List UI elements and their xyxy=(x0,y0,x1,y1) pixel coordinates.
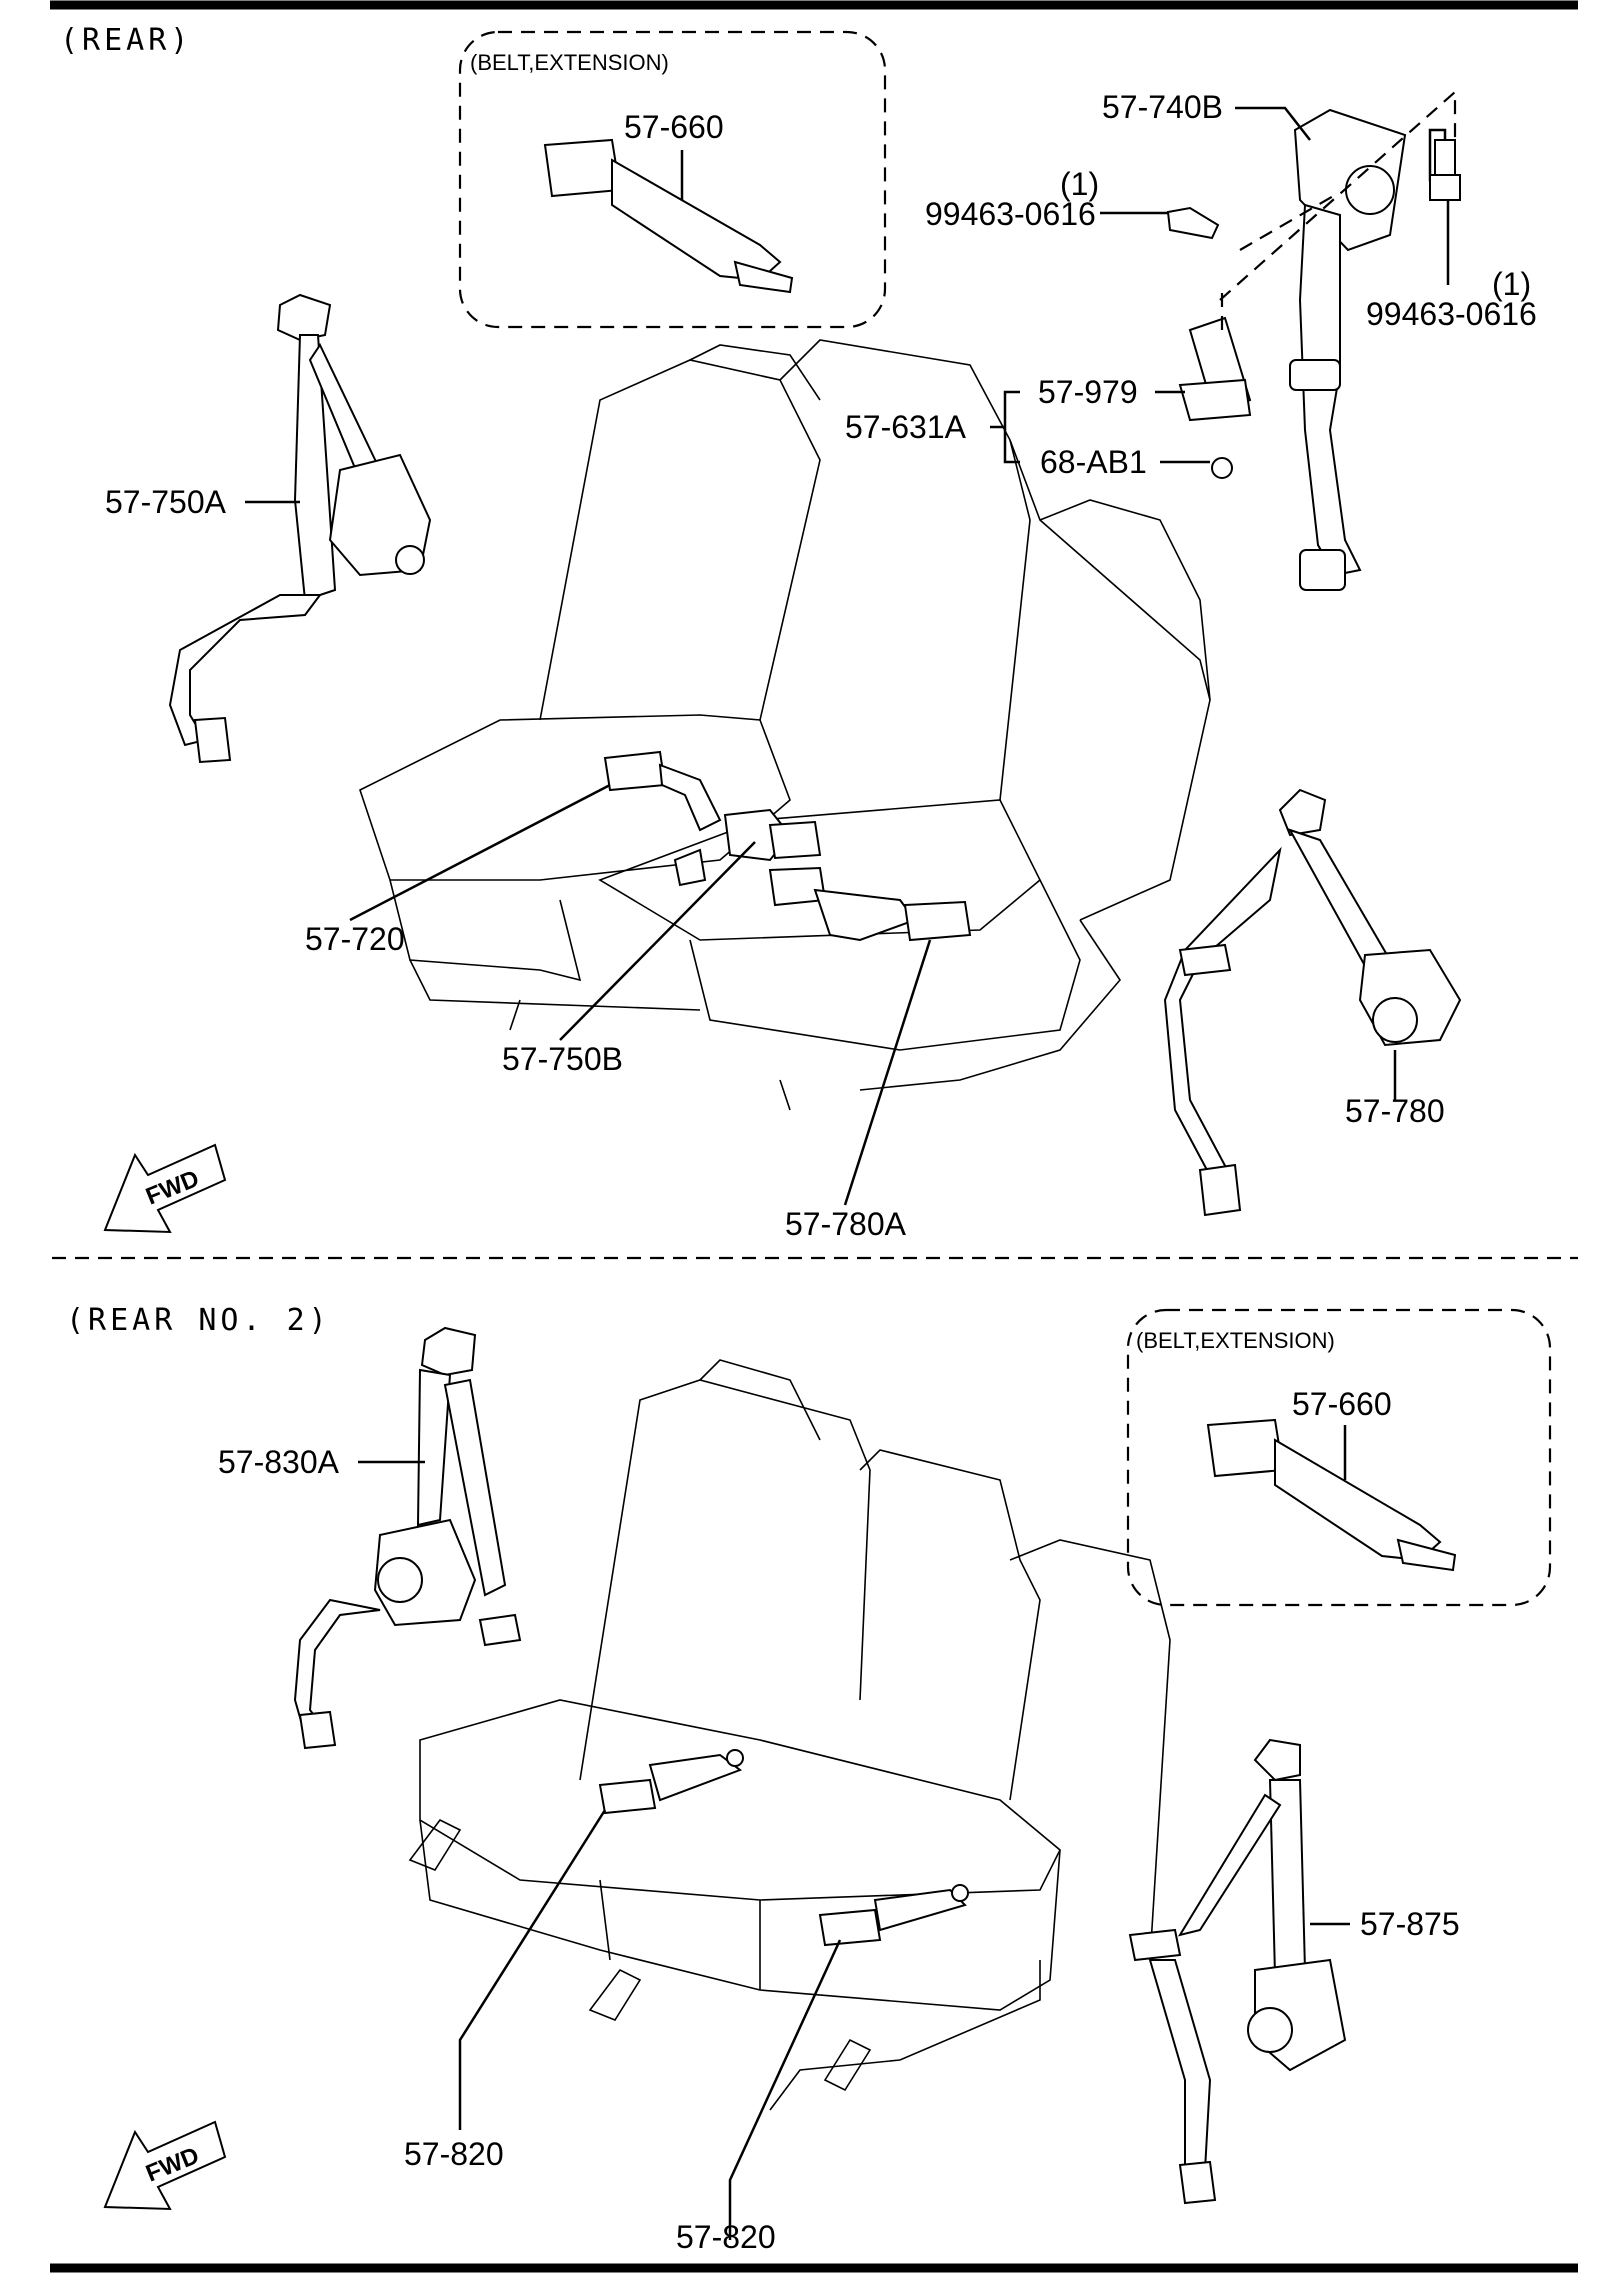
buckle-57-820-left-drawing xyxy=(598,1749,744,1815)
buckle-57-780a-drawing xyxy=(768,866,972,942)
fwd-arrow-rear-no2: FWD xyxy=(103,2120,227,2211)
label-57-820-bottom: 57-820 xyxy=(676,2219,776,2255)
label-99463-qty-b: (1) xyxy=(1492,266,1531,302)
rear-no2-leader-lines xyxy=(358,1460,1350,2240)
buckle-57-820-right-drawing xyxy=(818,1884,969,1947)
anchor-cover-drawing xyxy=(1178,316,1252,479)
extension-box-title: (BELT,EXTENSION) xyxy=(470,50,669,75)
extension-part-number-2: 57-660 xyxy=(1292,1386,1392,1422)
label-99463-qty-a: (1) xyxy=(1060,166,1099,202)
rear-no2-seat-drawing xyxy=(408,1359,1171,2111)
label-57-780: 57-780 xyxy=(1345,1093,1445,1129)
label-57-740b: 57-740B xyxy=(1102,89,1223,125)
label-99463-a: 99463-0616 xyxy=(925,196,1096,232)
label-68-ab1: 68-AB1 xyxy=(1040,444,1147,480)
bolt-drawing-b xyxy=(1429,139,1461,201)
extension-belt-drawing xyxy=(543,138,794,294)
section-title-rear: (REAR) xyxy=(60,23,192,58)
extension-box-border xyxy=(458,30,887,329)
rear-leader-lines xyxy=(245,106,1450,1206)
label-57-820-left: 57-820 xyxy=(404,2136,504,2172)
extension-belt-drawing-2 xyxy=(1206,1418,1457,1572)
section-title-rear-no2: (REAR NO. 2) xyxy=(66,1303,331,1338)
extension-box-title-2: (BELT,EXTENSION) xyxy=(1136,1328,1335,1353)
belt-57-750a-drawing xyxy=(168,293,432,764)
belt-57-875-drawing xyxy=(1128,1738,1347,2205)
extension-part-number: 57-660 xyxy=(624,109,724,145)
label-57-875: 57-875 xyxy=(1360,1906,1460,1942)
label-99463-b: 99463-0616 xyxy=(1366,296,1537,332)
label-57-720: 57-720 xyxy=(305,921,405,957)
label-57-979: 57-979 xyxy=(1038,374,1138,410)
label-57-750a: 57-750A xyxy=(105,484,227,520)
buckle-57-750b-drawing xyxy=(673,808,822,887)
label-57-780a: 57-780A xyxy=(785,1206,907,1242)
rear-no2-extension-box: (BELT,EXTENSION) 57-660 xyxy=(1126,1308,1552,1607)
assembly-guide-lines xyxy=(1219,89,1457,330)
belt-57-780-drawing xyxy=(1163,788,1462,1217)
fwd-arrow-rear: FWD xyxy=(103,1143,227,1234)
label-57-750b: 57-750B xyxy=(502,1041,623,1077)
belt-57-830a-drawing xyxy=(293,1326,522,1750)
label-57-830a: 57-830A xyxy=(218,1444,340,1480)
buckle-57-720-drawing xyxy=(603,750,722,832)
label-57-631a: 57-631A xyxy=(845,409,967,445)
rear-extension-box: (BELT,EXTENSION) 57-660 xyxy=(458,30,887,329)
extension-box-border-2 xyxy=(1126,1308,1552,1607)
bolt-drawing-a xyxy=(1166,206,1220,240)
retractor-57-740b-drawing xyxy=(1289,108,1447,591)
